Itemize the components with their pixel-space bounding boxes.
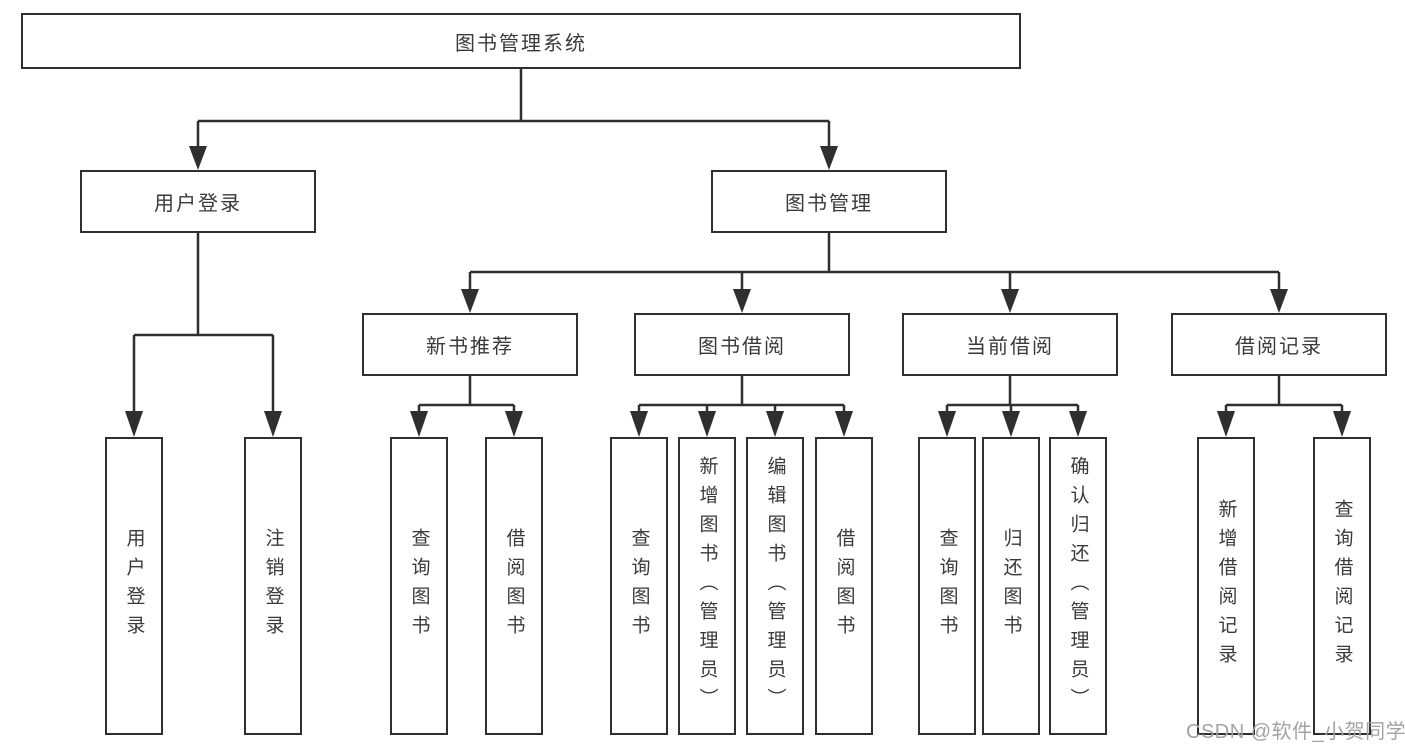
arrow-down-icon [264,411,282,437]
leaf-query-borrowing-record: 查询借阅记录 [1313,437,1371,735]
connector-line [468,233,1281,291]
arrow-down-icon [1069,411,1087,437]
node-new-book-recommend: 新书推荐 [362,313,578,376]
connector-root-to-level2 [189,69,838,170]
leaf-borrow-books: 借阅图书 [815,437,873,735]
connector-book-borrowing-to-leaves [630,376,853,437]
connector-line [132,233,275,414]
leaf-query-books-current: 查询图书 [918,437,976,735]
node-current-borrowing: 当前借阅 [902,313,1118,376]
leaf-query-books-borrowing: 查询图书 [610,437,668,735]
connector-line [417,376,516,414]
arrow-down-icon [733,289,751,313]
node-label: 借阅记录 [1235,336,1323,358]
connector-current-borrowing-to-leaves [938,376,1087,437]
connector-borrowing-records-to-leaves [1217,376,1351,437]
node-book-management: 图书管理 [711,170,947,233]
node-label: 注销登录 [262,528,284,644]
node-user-login: 用户登录 [80,170,316,233]
leaf-confirm-return-admin: 确认归还（管理员） [1049,437,1107,735]
leaf-return-books: 归还图书 [982,437,1040,735]
arrow-down-icon [698,411,716,437]
node-label: 用户登录 [123,528,145,644]
watermark: CSDN @软件_小贺同学 [1186,721,1405,743]
leaf-borrow-books-recommend: 借阅图书 [485,437,543,735]
node-label: 借阅图书 [503,528,525,644]
node-label: 查询图书 [628,528,650,644]
node-label: 确认归还（管理员） [1067,455,1089,717]
node-label: 新增借阅记录 [1215,499,1237,673]
node-book-borrowing: 图书借阅 [634,313,850,376]
connector-user-login-to-leaves [125,233,282,437]
connector-line [945,376,1080,414]
leaf-edit-books-admin: 编辑图书（管理员） [746,437,804,735]
connector-line [637,376,846,414]
node-borrowing-records: 借阅记录 [1171,313,1387,376]
arrow-down-icon [835,411,853,437]
leaf-user-login: 用户登录 [105,437,163,735]
arrow-down-icon [1217,411,1235,437]
leaf-add-borrowing-record: 新增借阅记录 [1197,437,1255,735]
node-library-management-system: 图书管理系统 [21,13,1021,69]
node-label: 新增图书（管理员） [696,455,718,717]
leaf-add-books-admin: 新增图书（管理员） [678,437,736,735]
node-label: 查询图书 [408,528,430,644]
node-label: 图书管理系统 [455,32,587,55]
arrow-down-icon [1002,411,1020,437]
leaf-logout-login: 注销登录 [244,437,302,735]
connector-new-book-recommend-to-leaves [410,376,523,437]
arrow-down-icon [938,411,956,437]
arrow-down-icon [1270,289,1288,313]
arrow-down-icon [461,289,479,313]
node-label: 编辑图书（管理员） [764,455,786,717]
connector-book-management-to-level3 [461,233,1288,313]
arrow-down-icon [630,411,648,437]
node-label: 查询借阅记录 [1331,499,1353,673]
arrow-down-icon [1333,411,1351,437]
node-label: 借阅图书 [833,528,855,644]
node-label: 当前借阅 [966,336,1054,358]
arrow-down-icon [820,146,838,170]
connector-line [196,69,831,148]
arrow-down-icon [189,146,207,170]
arrow-down-icon [410,411,428,437]
arrow-down-icon [1001,289,1019,313]
node-label: 查询图书 [936,528,958,644]
node-label: 图书借阅 [698,336,786,358]
connector-line [1224,376,1344,414]
arrow-down-icon [766,411,784,437]
arrow-down-icon [505,411,523,437]
node-label: 归还图书 [1000,528,1022,644]
arrow-down-icon [125,411,143,437]
node-label: 图书管理 [785,193,873,215]
node-label: 用户登录 [154,193,242,215]
leaf-query-books-recommend: 查询图书 [390,437,448,735]
node-label: 新书推荐 [426,336,514,358]
